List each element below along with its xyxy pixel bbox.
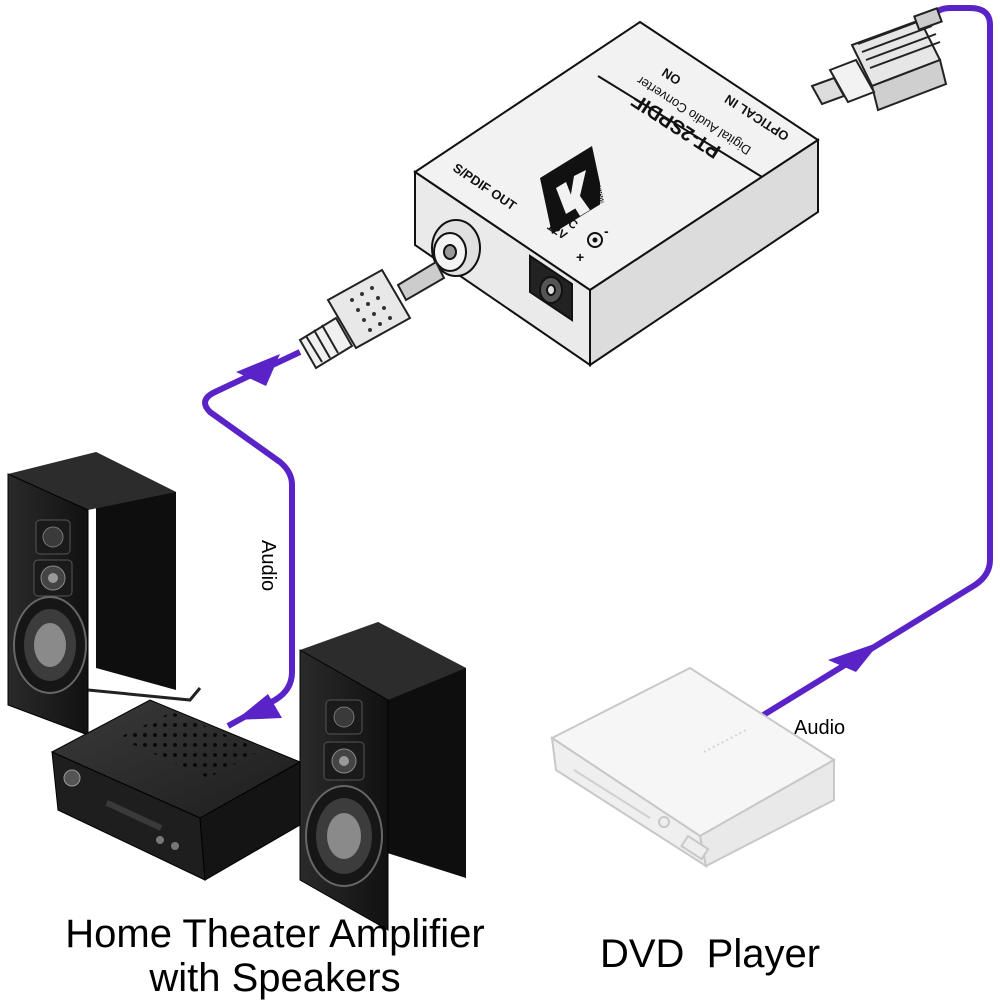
speaker-icon — [7, 452, 176, 736]
arrow-down-icon — [236, 694, 282, 720]
dvd-player-icon — [550, 666, 836, 869]
audio-label-right: Audio — [794, 717, 845, 739]
svg-text:KRAMER: KRAMER — [598, 184, 604, 211]
amplifier-caption: Home Theater Amplifier with Speakers — [40, 912, 510, 1000]
coax-cable — [202, 349, 302, 729]
arrow-up-icon — [828, 642, 880, 672]
amplifier-icon — [50, 699, 302, 881]
svg-text:+: + — [576, 249, 584, 265]
toslink-plug-icon — [810, 7, 948, 112]
kramer-logo-icon: KRAMER — [540, 146, 604, 234]
svg-text:-: - — [604, 223, 609, 239]
converter-device: PT-2SPDIF Digital Audio Converter OPTICA… — [413, 20, 820, 367]
amplifier-caption-line1: Home Theater Amplifier — [65, 912, 485, 956]
optical-cable — [750, 5, 993, 725]
speaker-icon — [299, 622, 466, 931]
device-side — [589, 138, 819, 367]
dc-jack-icon — [529, 254, 573, 322]
audio-label-left: Audio — [257, 540, 279, 591]
dc-polarity-icon — [587, 232, 603, 248]
arrow-down-icon — [236, 354, 280, 386]
dvd-caption: DVD Player — [599, 932, 821, 976]
spdif-out-connector — [431, 219, 481, 277]
amplifier-caption-line2: with Speakers — [149, 956, 401, 1000]
rca-plug-icon — [298, 260, 446, 370]
